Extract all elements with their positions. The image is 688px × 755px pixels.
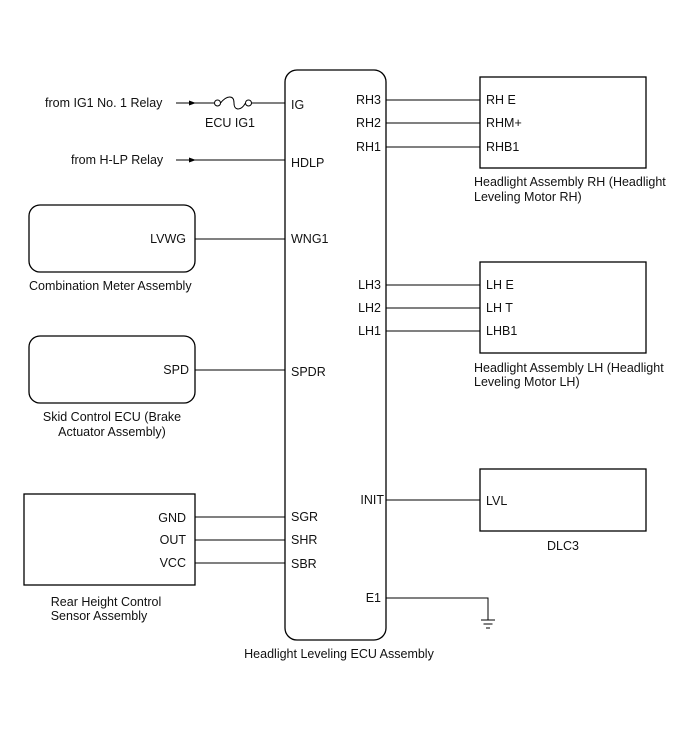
pin-sgr: SGR	[291, 510, 318, 524]
headlight-rh-box	[479, 76, 647, 169]
source-hlp-relay: from H-LP Relay	[71, 153, 164, 167]
pin-rh1: RH1	[356, 140, 381, 154]
rear-height-pin-vcc: VCC	[160, 556, 186, 570]
fuse-terminal-left	[214, 99, 221, 107]
fuse-icon	[220, 96, 246, 110]
pin-hdlp: HDLP	[291, 156, 324, 170]
e1-ground-wire	[386, 597, 489, 620]
pin-init: INIT	[360, 493, 384, 507]
source-ig1-relay: from IG1 No. 1 Relay	[45, 96, 163, 110]
headlight-rh-name-2: Leveling Motor RH)	[474, 190, 582, 204]
ground-icon	[481, 619, 495, 629]
rear-height-name-2: Sensor Assembly	[51, 609, 148, 623]
headlight-lh-pin-lht: LH T	[486, 301, 513, 315]
ecu-box	[284, 69, 387, 641]
combination-meter-name: Combination Meter Assembly	[29, 279, 192, 293]
fuse-label: ECU IG1	[205, 116, 255, 130]
headlight-lh-box	[479, 261, 647, 354]
headlight-lh-pin-lhe: LH E	[486, 278, 514, 292]
pin-lh1: LH1	[358, 324, 381, 338]
headlight-rh-name-1: Headlight Assembly RH (Headlight	[474, 175, 666, 189]
pin-ig: IG	[291, 98, 304, 112]
fuse-terminal-right	[245, 99, 252, 107]
rear-height-name-1: Rear Height Control	[51, 595, 161, 609]
skid-control-name-2: Actuator Assembly)	[58, 425, 166, 439]
skid-control-name-1: Skid Control ECU (Brake	[43, 410, 181, 424]
headlight-lh-pin-lhb1: LHB1	[486, 324, 517, 338]
dlc3-box	[479, 468, 647, 532]
ecu-name: Headlight Leveling ECU Assembly	[244, 647, 434, 661]
pin-wng1: WNG1	[291, 232, 329, 246]
pin-rh2: RH2	[356, 116, 381, 130]
rear-height-sensor-box	[23, 493, 196, 586]
pin-sbr: SBR	[291, 557, 317, 571]
dlc3-pin-lvl: LVL	[486, 494, 507, 508]
combination-meter-pin-lvwg: LVWG	[150, 232, 186, 246]
dlc3-name: DLC3	[547, 539, 579, 553]
rear-height-pin-out: OUT	[160, 533, 187, 547]
skid-control-pin-spd: SPD	[163, 363, 189, 377]
headlight-rh-pin-rhm: RHM+	[486, 116, 522, 130]
pin-e1: E1	[366, 591, 381, 605]
pin-lh2: LH2	[358, 301, 381, 315]
headlight-rh-pin-rhb1: RHB1	[486, 140, 519, 154]
headlight-lh-name-1: Headlight Assembly LH (Headlight	[474, 361, 664, 375]
pin-rh3: RH3	[356, 93, 381, 107]
pin-lh3: LH3	[358, 278, 381, 292]
rear-height-pin-gnd: GND	[158, 511, 186, 525]
pin-spdr: SPDR	[291, 365, 326, 379]
headlight-rh-pin-rhe: RH E	[486, 93, 516, 107]
pin-shr: SHR	[291, 533, 317, 547]
headlight-lh-name-2: Leveling Motor LH)	[474, 375, 580, 389]
